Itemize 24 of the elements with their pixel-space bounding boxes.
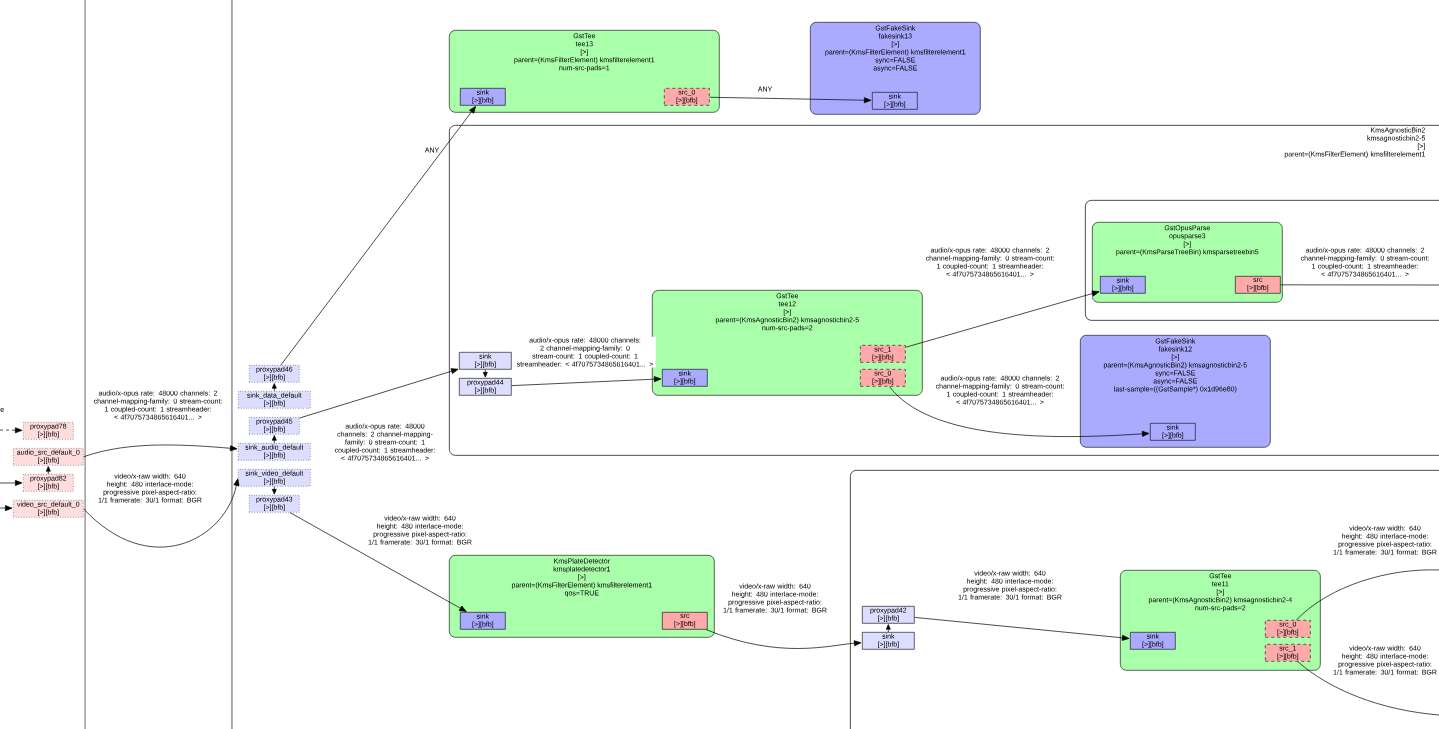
arrow [0,480,23,486]
arrow [709,96,872,104]
arrow [45,466,51,475]
cluster-box [1085,200,1439,321]
arrow [271,435,277,444]
connector-line [1280,284,1439,286]
arrow [914,617,1130,641]
connector-line [1297,661,1439,716]
arrow [289,512,467,612]
arrow [889,386,1150,437]
arrow [885,624,891,633]
arrow [511,376,662,386]
arrow [482,369,488,378]
connector-line [1295,569,1439,621]
arrow [271,486,277,495]
arrow [0,505,13,512]
arrow [705,629,862,649]
arrow [83,444,238,458]
arrow [83,478,240,548]
arrow [271,383,277,392]
arrow [280,106,476,366]
arrow [0,427,23,434]
cluster-box [850,470,1439,729]
arrow [299,368,459,419]
